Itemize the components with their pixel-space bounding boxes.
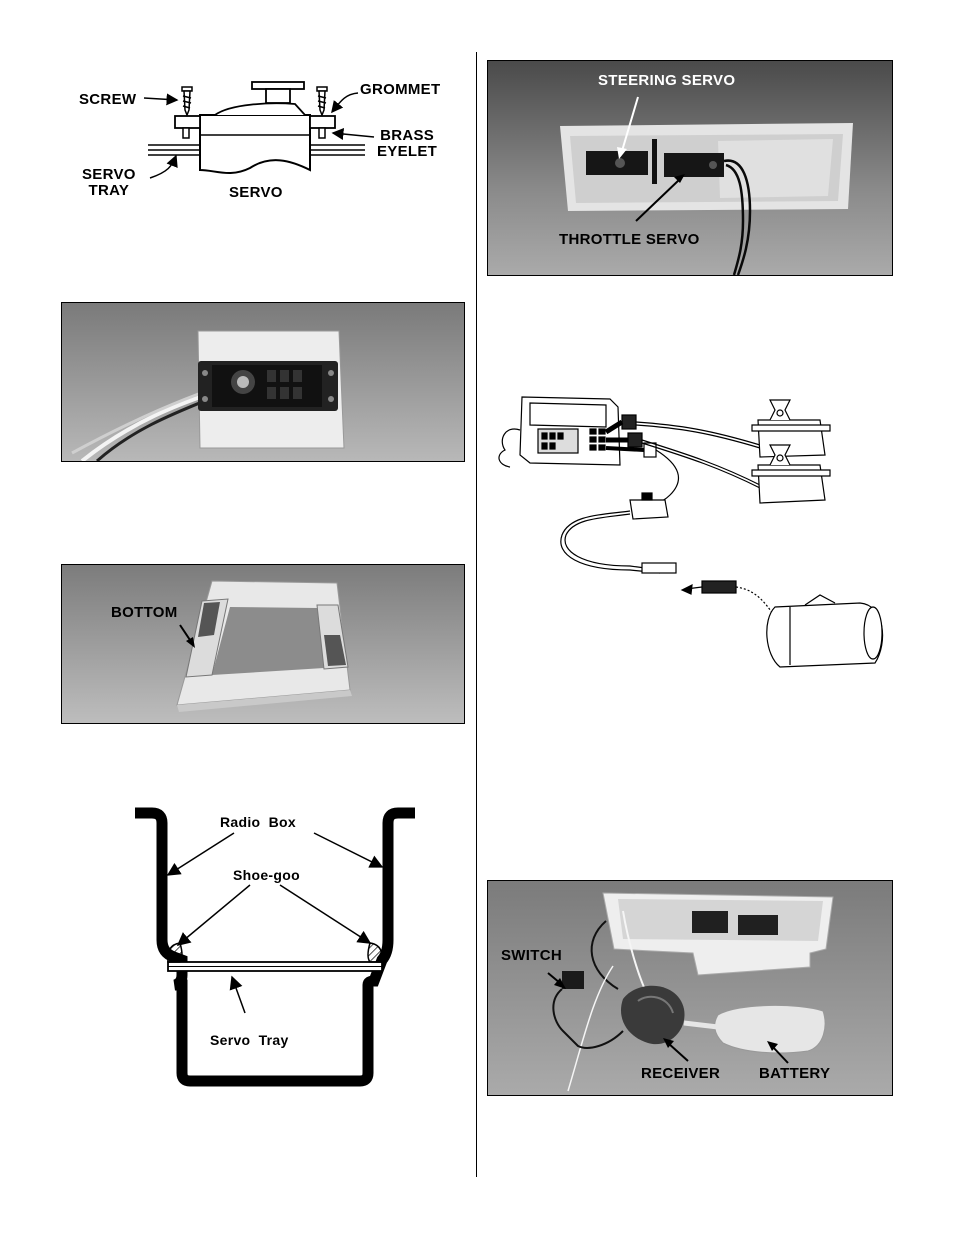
switch-label: SWITCH	[501, 948, 562, 963]
battery-label: BATTERY	[759, 1066, 830, 1081]
screw-icon	[182, 87, 192, 115]
steering-servo-label: STEERING SERVO	[598, 73, 735, 88]
servo-tray-section-label: Servo Tray	[210, 1033, 289, 1047]
servo-label: SERVO	[229, 185, 283, 200]
throttle-servo-label: THROTTLE SERVO	[559, 232, 700, 247]
receiver-icon	[499, 397, 620, 467]
servo-icon	[752, 400, 830, 457]
radio-box-cross-section	[130, 805, 430, 1095]
servo-tray-label: SERVO TRAY	[82, 167, 136, 199]
radio-components-photo	[487, 880, 893, 1096]
switch-image	[562, 971, 584, 989]
shoe-goo-label: Shoe-goo	[233, 868, 300, 882]
receiver-label: RECEIVER	[641, 1066, 720, 1081]
shoe-goo-right	[368, 943, 382, 962]
radio-wiring-diagram	[490, 385, 890, 685]
grommet-label: GROMMET	[360, 82, 440, 97]
switch-icon	[630, 500, 668, 519]
screw-label: SCREW	[79, 92, 136, 107]
servo-body	[200, 115, 310, 173]
battery-icon	[767, 595, 883, 667]
bottom-label: BOTTOM	[111, 605, 178, 620]
servo-on-tray-photo	[61, 302, 465, 462]
column-divider	[476, 52, 477, 1177]
servo-tray-bottom-photo	[61, 564, 465, 724]
shoe-goo-left	[168, 943, 182, 962]
radio-box-label: Radio Box	[220, 815, 296, 829]
brass-eyelet-label: BRASS EYELET	[377, 128, 437, 160]
